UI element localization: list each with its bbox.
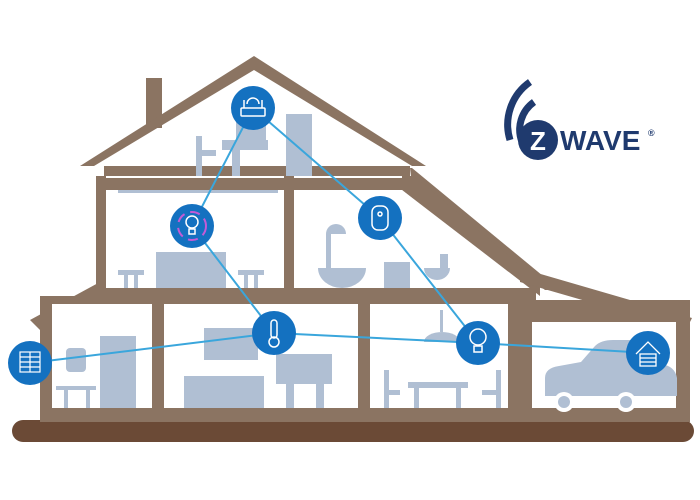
lean-to-roof	[410, 168, 560, 290]
node-garage[interactable]	[626, 331, 670, 375]
logo-registered: ®	[648, 128, 655, 138]
garage-door-icon	[635, 341, 661, 367]
chimney	[146, 78, 162, 128]
node-bulb[interactable]	[456, 321, 500, 365]
thermometer-icon	[268, 319, 280, 348]
logo-text: WAVE	[560, 125, 640, 156]
water-heater-icon	[371, 205, 389, 231]
node-blinds[interactable]	[8, 341, 52, 385]
furniture	[56, 114, 677, 408]
router-icon	[240, 97, 266, 117]
ground	[12, 420, 694, 442]
zwave-logo: Z WAVE ®	[504, 79, 655, 160]
node-rgb-bulb[interactable]	[170, 204, 214, 248]
logo-z: Z	[530, 126, 546, 156]
node-thermometer[interactable]	[252, 311, 296, 355]
node-water-heater[interactable]	[358, 196, 402, 240]
blinds-icon	[19, 351, 41, 373]
node-router[interactable]	[231, 86, 275, 130]
rgb-bulb-icon	[185, 215, 199, 235]
signal-arcs-icon	[504, 79, 533, 142]
mesh-links	[29, 107, 649, 364]
bulb-icon	[469, 328, 487, 353]
